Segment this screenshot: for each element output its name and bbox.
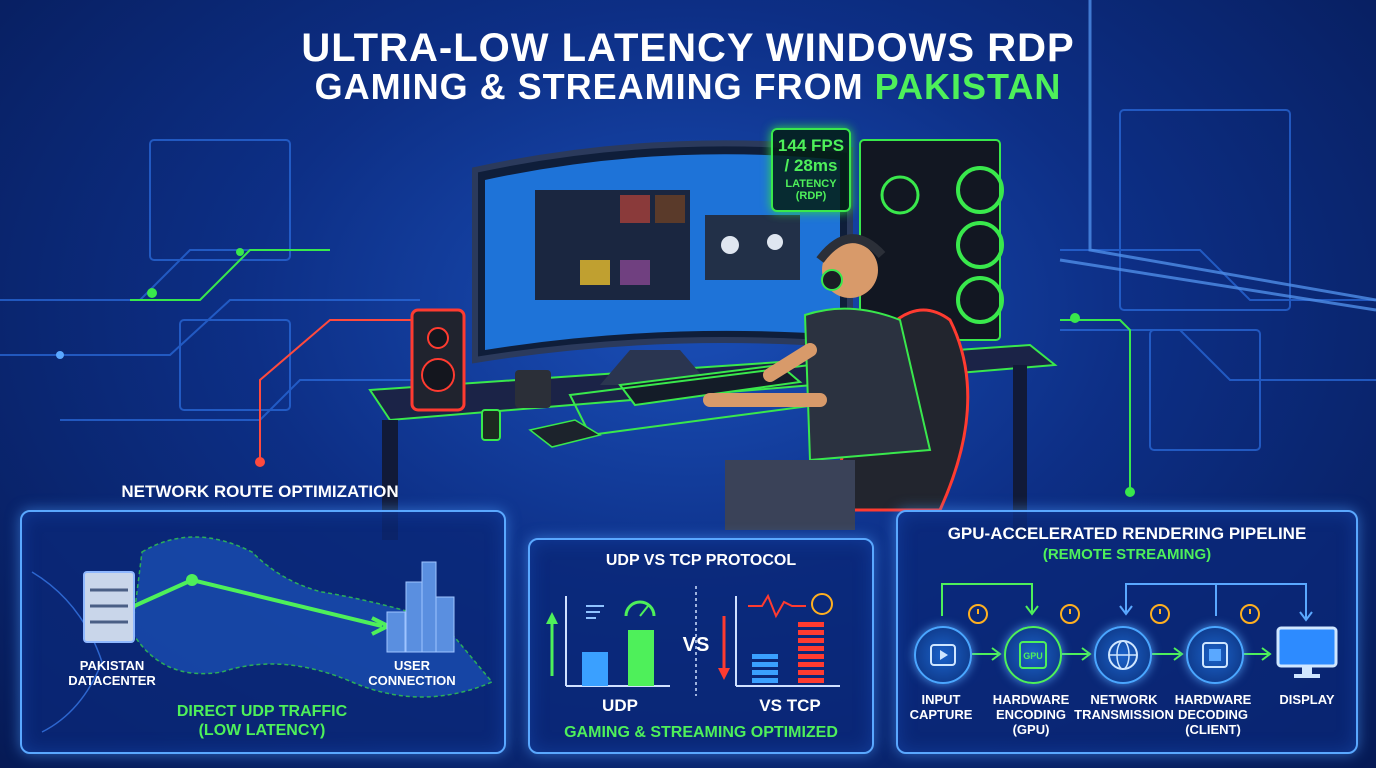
step-display: DISPLAY — [1264, 692, 1350, 707]
step-label-line: INPUT — [921, 692, 961, 707]
pipeline-panel-subtitle: (REMOTE STREAMING) — [1042, 546, 1212, 563]
latency-sub: (RDP) — [795, 190, 827, 202]
step-label-line: (CLIENT) — [1185, 722, 1241, 737]
step-label-line: ENCODING — [995, 707, 1067, 722]
input-capture-icon — [914, 626, 972, 684]
udp-label: UDP — [602, 696, 638, 715]
origin-label: PAKISTAN DATACENTER — [62, 658, 162, 688]
display-icon — [1272, 624, 1342, 682]
tcp-label: VS TCP — [759, 696, 821, 715]
pipeline-panel: GPU-ACCELERATED RENDERING PIPELINE (REMO… — [896, 510, 1358, 754]
page-title-line1: ULTRA-LOW LATENCY WINDOWS RDP — [301, 26, 1075, 70]
latency-label: LATENCY — [785, 178, 837, 190]
origin-line2: DATACENTER — [68, 673, 156, 688]
protocol-panel-title: UDP VS TCP PROTOCOL — [605, 552, 797, 569]
route-caption: DIRECT UDP TRAFFIC (LOW LATENCY) — [142, 702, 382, 740]
step-hardware-decoding: HARDWARE DECODING (CLIENT) — [1170, 692, 1256, 737]
gpu-chip-icon: GPU — [1004, 626, 1062, 684]
title-prefix: GAMING & STREAMING FROM — [314, 66, 875, 107]
protocol-chart — [546, 586, 840, 696]
route-caption-line1: DIRECT UDP TRAFFIC — [176, 703, 348, 720]
latency-value: / 28ms — [784, 156, 838, 175]
pipeline-panel-title: GPU-ACCELERATED RENDERING PIPELINE — [947, 524, 1307, 543]
destination-label: USER CONNECTION — [357, 658, 467, 688]
vs-label: VS — [682, 634, 710, 656]
cpu-chip-icon — [1186, 626, 1244, 684]
fps-latency-badge: 144 FPS / 28ms LATENCY (RDP) — [771, 128, 851, 212]
step-label-line: NETWORK — [1090, 692, 1158, 707]
step-label-line: DECODING — [1177, 707, 1249, 722]
network-route-panel: PAKISTAN DATACENTER USER CONNECTION DIRE… — [20, 510, 506, 754]
step-network-transmission: NETWORK TRANSMISSION — [1074, 692, 1174, 722]
network-panel-title: NETWORK ROUTE OPTIMIZATION — [121, 482, 399, 501]
gpu-chip-label: GPU — [1023, 651, 1043, 661]
route-caption-line2: (LOW LATENCY) — [198, 722, 326, 739]
pipeline-flow — [941, 583, 1313, 661]
fps-value: 144 FPS — [777, 136, 845, 155]
protocol-caption: GAMING & STREAMING OPTIMIZED — [564, 724, 838, 741]
title-highlight: PAKISTAN — [874, 66, 1062, 107]
step-label-line: HARDWARE — [1174, 692, 1252, 707]
gaming-desk-illustration — [368, 139, 1058, 540]
destination-line2: CONNECTION — [368, 673, 456, 688]
step-hardware-encoding: HARDWARE ENCODING (GPU) — [988, 692, 1074, 737]
globe-icon — [1094, 626, 1152, 684]
step-label-line: CAPTURE — [909, 707, 973, 722]
route-map — [31, 536, 494, 733]
step-label-line: HARDWARE — [992, 692, 1070, 707]
protocol-panel: UDP VS TCP PROTOCOL — [528, 538, 874, 754]
origin-line1: PAKISTAN — [79, 658, 145, 673]
step-label-line: TRANSMISSION — [1074, 707, 1174, 722]
destination-line1: USER — [393, 658, 431, 673]
step-label-line: DISPLAY — [1279, 692, 1335, 707]
step-input-capture: INPUT CAPTURE — [898, 692, 984, 722]
step-label-line: (GPU) — [1012, 722, 1050, 737]
page-title-line2: GAMING & STREAMING FROM PAKISTAN — [0, 66, 1376, 108]
